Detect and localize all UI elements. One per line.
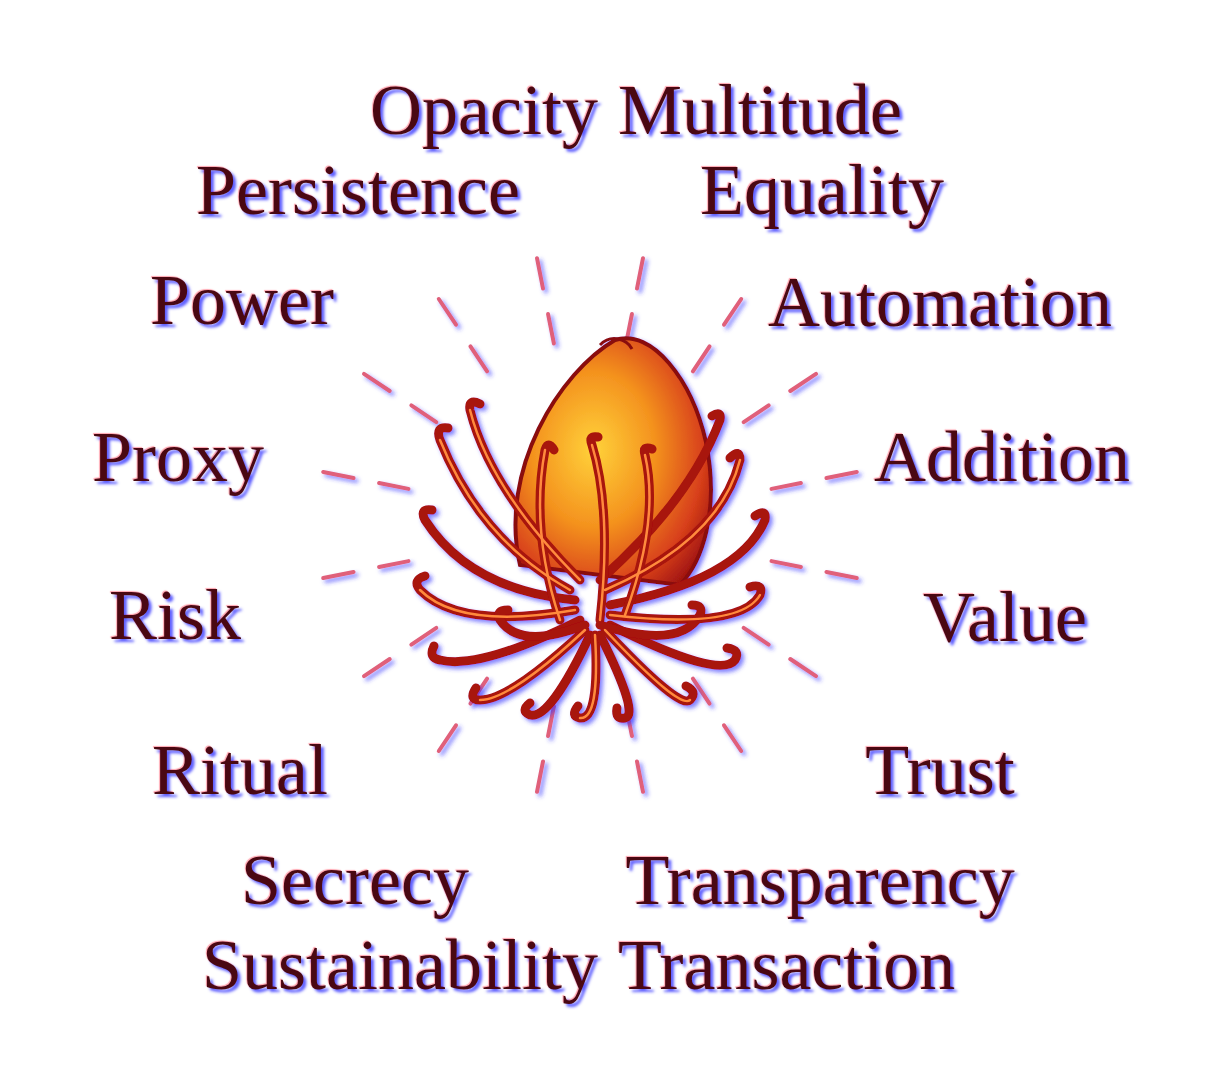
tendrils	[417, 402, 765, 718]
tendril	[600, 414, 720, 580]
ray-lines	[323, 258, 857, 792]
ray-line	[364, 628, 436, 676]
concept-label: Transaction	[618, 929, 955, 1001]
concept-label: Opacity	[370, 74, 598, 146]
tendril	[574, 635, 596, 718]
tendril-highlight	[605, 630, 690, 701]
bud-tip	[600, 339, 632, 349]
ray-line	[537, 707, 554, 792]
concept-label: Risk	[109, 579, 241, 651]
tendril-highlight	[440, 440, 570, 590]
concept-label: Ritual	[152, 734, 328, 806]
ray-line	[693, 679, 741, 751]
tendril	[540, 445, 560, 620]
tendril-highlight	[480, 630, 585, 700]
concept-label: Value	[923, 581, 1087, 653]
ray-line	[323, 472, 408, 489]
concept-label: Sustainability	[202, 929, 598, 1001]
tendril-highlight	[610, 595, 760, 620]
concept-label: Multitude	[618, 74, 902, 146]
tendril-highlight	[540, 450, 560, 620]
ray-line	[744, 628, 816, 676]
concept-label: Transparency	[625, 844, 1014, 916]
tendril-highlight	[592, 445, 605, 620]
ray-line	[537, 258, 554, 343]
ray-line	[626, 258, 643, 343]
ray-line	[772, 561, 857, 578]
tendril-highlights	[420, 410, 760, 718]
concept-label: Trust	[865, 734, 1014, 806]
concept-label: Persistence	[196, 154, 520, 226]
ray-line	[364, 374, 436, 422]
ray-line	[744, 374, 816, 422]
concept-label: Proxy	[92, 421, 264, 493]
tendril-highlight	[605, 460, 740, 590]
ray-line	[693, 299, 741, 371]
concept-label: Secrecy	[241, 844, 469, 916]
ray-line	[439, 299, 487, 371]
tendril	[625, 448, 652, 615]
tendril-highlight	[470, 410, 580, 580]
tendril	[605, 453, 740, 590]
tendril-highlight	[625, 455, 650, 615]
flower	[417, 338, 765, 718]
concept-label: Addition	[874, 421, 1130, 493]
ray-line	[772, 472, 857, 489]
tendril	[591, 437, 605, 620]
tendril-highlight	[580, 635, 596, 718]
tendril	[470, 402, 580, 580]
concept-label: Equality	[700, 154, 944, 226]
concept-label: Automation	[768, 266, 1112, 338]
concept-label: Power	[150, 264, 334, 336]
ray-line	[323, 561, 408, 578]
